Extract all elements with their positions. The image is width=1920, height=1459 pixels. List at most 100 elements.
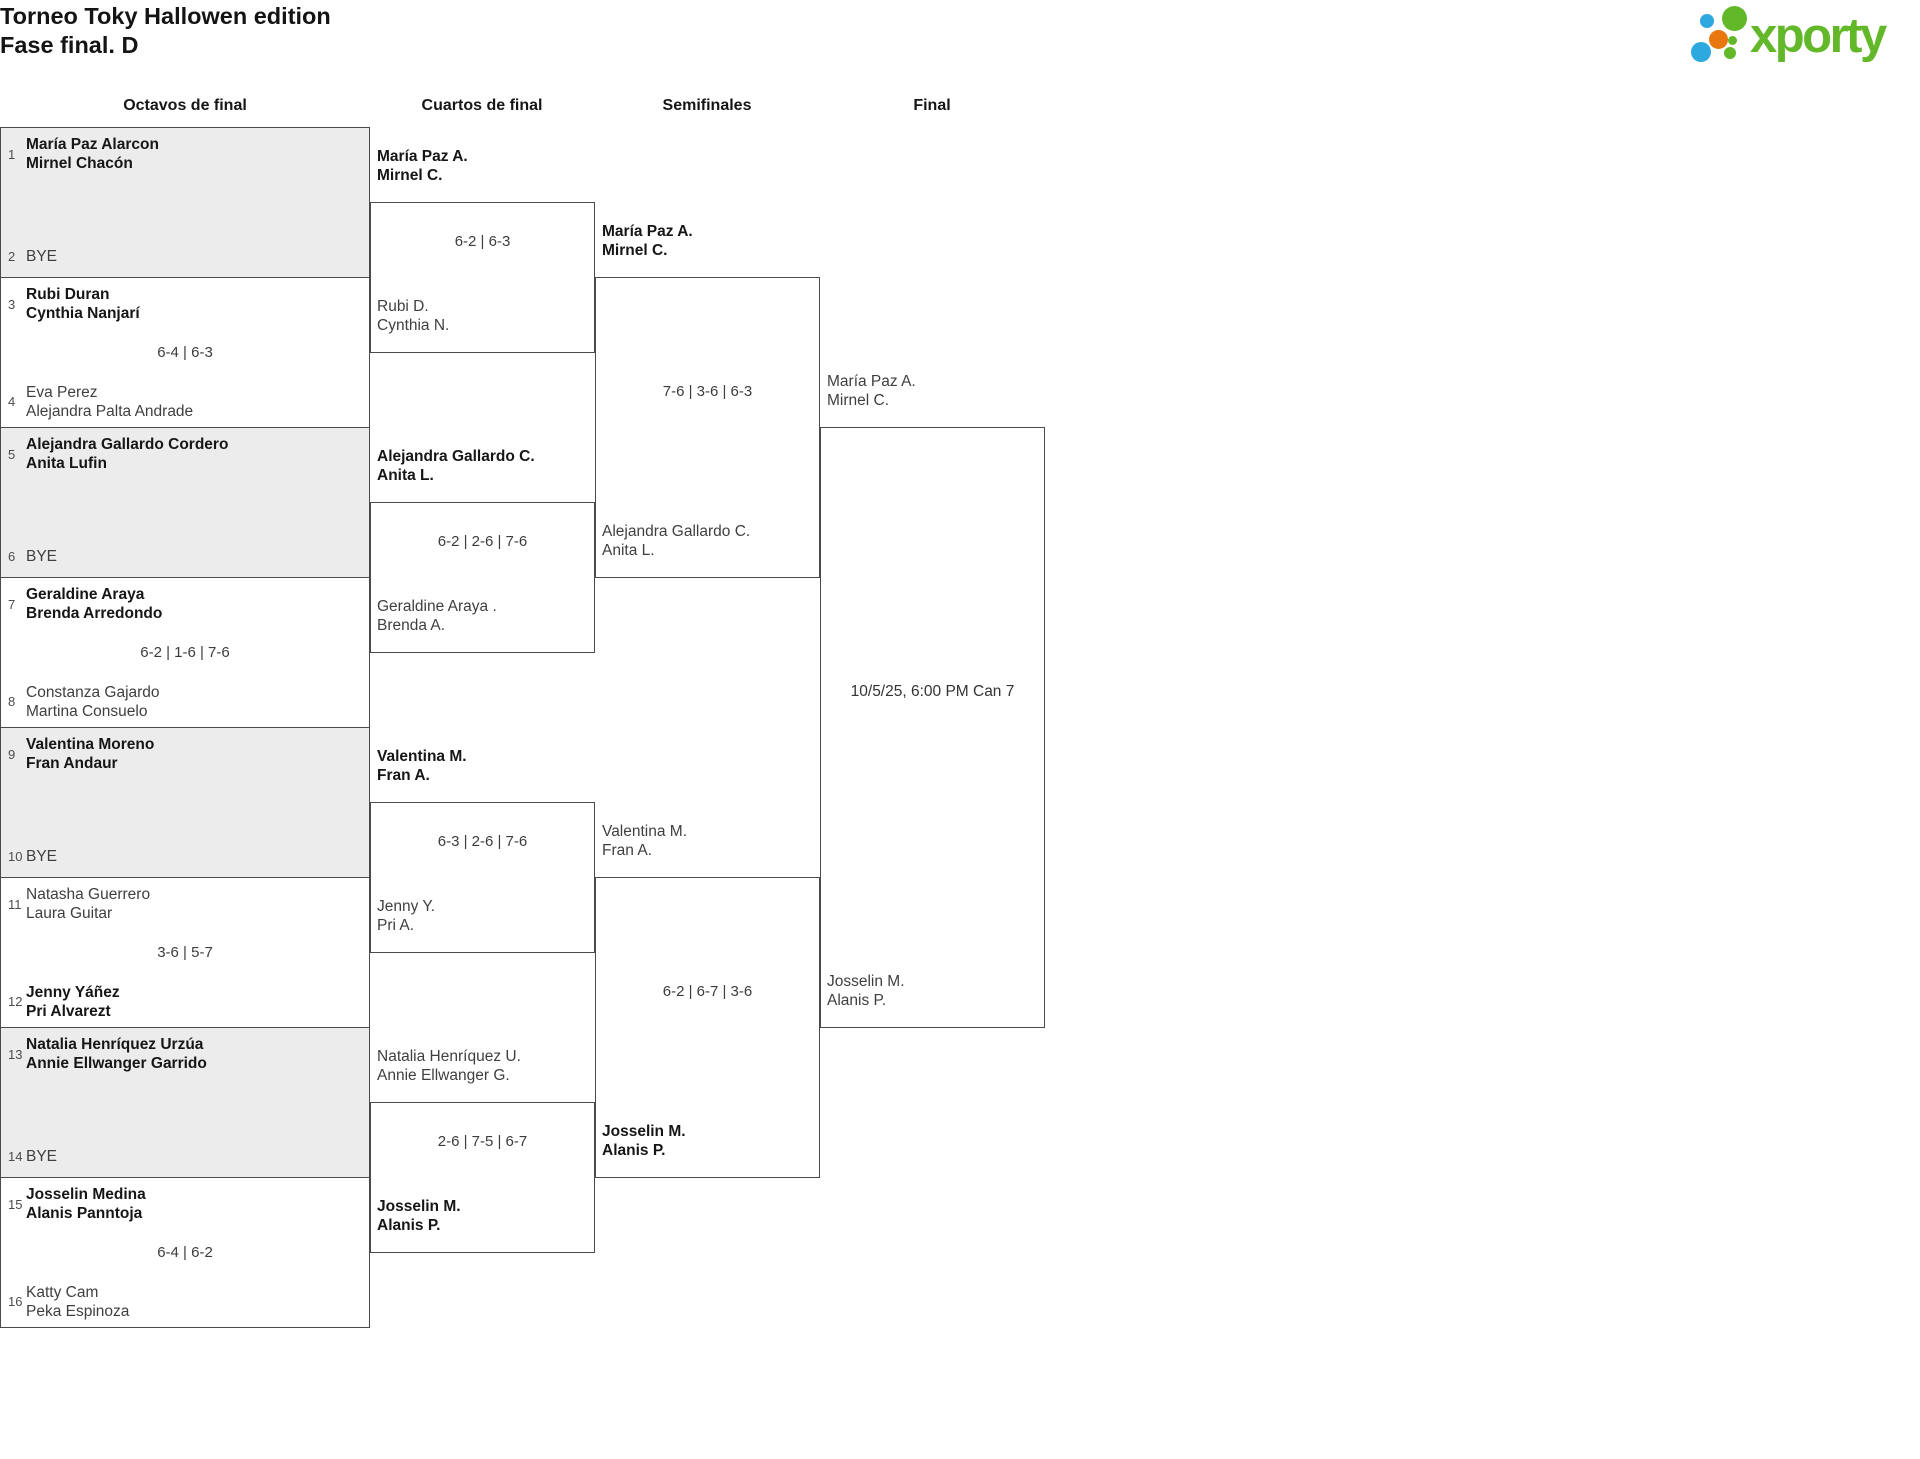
team-name: Valentina Moreno Fran Andaur: [26, 735, 154, 773]
team-name-line: Anita L.: [602, 542, 655, 559]
semifinal-2-entrant-bottom: Josselin M. Alanis P.: [602, 1122, 686, 1160]
bye-label: BYE: [26, 248, 58, 265]
seed-label: 7: [8, 597, 16, 612]
logo-dot: [1709, 30, 1728, 49]
match-score: 6-4 | 6-2: [157, 1244, 213, 1261]
seed-label: 3: [8, 297, 16, 312]
team-name-line: Fran A.: [377, 767, 430, 784]
team-name-line: Natasha Guerrero: [26, 886, 151, 903]
team-name: Katty Cam Peka Espinoza: [26, 1283, 129, 1321]
team-name-line: Josselin M.: [377, 1198, 461, 1215]
team-name-line: Jenny Y.: [377, 898, 436, 915]
seed-label: 14: [8, 1149, 23, 1164]
semifinal-1-entrant-bottom: Alejandra Gallardo C. Anita L.: [602, 522, 750, 560]
team-name: Geraldine Araya Brenda Arredondo: [26, 585, 162, 623]
team-name-line: Josselin M.: [827, 973, 905, 990]
team-name-line: Alanis P.: [827, 992, 887, 1009]
cuartos-1-entrant-bottom: Rubi D. Cynthia N.: [377, 297, 449, 335]
cuartos-box-4[interactable]: [370, 1102, 595, 1253]
cuartos-3-entrant-top: Valentina M. Fran A.: [377, 747, 467, 785]
octavos-match-2[interactable]: 3 Rubi Duran Cynthia Nanjarí 6-4 | 6-3 4…: [0, 277, 370, 428]
final-match-schedule: 10/5/25, 6:00 PM Can 7: [850, 683, 1015, 700]
team-name-line: Alejandra Gallardo Cordero: [26, 436, 229, 453]
team-name-line: Cynthia Nanjarí: [26, 305, 140, 322]
team-name: Natasha Guerrero Laura Guitar: [26, 885, 150, 923]
cuartos-2-entrant-bottom: Geraldine Araya . Brenda A.: [377, 597, 497, 635]
cuartos-3-entrant-bottom: Jenny Y. Pri A.: [377, 897, 435, 935]
team-name-line: Geraldine Araya: [26, 586, 145, 603]
logo-dot: [1728, 36, 1737, 45]
team-name-line: Alejandra Gallardo C.: [602, 523, 751, 540]
round-header-final: Final: [913, 97, 951, 114]
seed-label: 15: [8, 1197, 23, 1212]
seed-label: 1: [8, 147, 16, 162]
team-name-line: Rubi Duran: [26, 286, 110, 303]
semifinal-box-2[interactable]: [595, 877, 820, 1178]
bye-label: BYE: [26, 848, 58, 865]
team-name-line: Anita L.: [377, 467, 434, 484]
seed-label: 8: [8, 694, 16, 709]
team-name-line: Mirnel C.: [602, 242, 668, 259]
logo-dot: [1724, 47, 1736, 59]
team-name-line: Annie Ellwanger Garrido: [26, 1055, 207, 1072]
final-entrant-top: María Paz A. Mirnel C.: [827, 372, 916, 410]
team-name: María Paz Alarcon Mirnel Chacón: [26, 135, 159, 173]
octavos-match-3[interactable]: 5 Alejandra Gallardo Cordero Anita Lufin…: [0, 427, 370, 578]
octavos-match-5[interactable]: 9 Valentina Moreno Fran Andaur 10 BYE: [0, 727, 370, 878]
team-name: Alejandra Gallardo Cordero Anita Lufin: [26, 435, 228, 473]
seed-label: 10: [8, 849, 23, 864]
round-header-cuartos: Cuartos de final: [421, 97, 543, 114]
team-name-line: Jenny Yáñez: [26, 984, 120, 1001]
final-box[interactable]: [820, 427, 1045, 1028]
octavos-match-4[interactable]: 7 Geraldine Araya Brenda Arredondo 6-2 |…: [0, 577, 370, 728]
team-name-line: Josselin M.: [602, 1123, 686, 1140]
team-name-line: Rubi D.: [377, 298, 429, 315]
match-score: 6-2 | 6-7 | 3-6: [662, 983, 753, 1000]
semifinal-2-entrant-top: Valentina M. Fran A.: [602, 822, 687, 860]
team-name-line: Alanis Panntoja: [26, 1205, 143, 1222]
team-name-line: Josselin Medina: [26, 1186, 146, 1203]
semifinal-1-entrant-top: María Paz A. Mirnel C.: [602, 222, 693, 260]
xporty-logo[interactable]: xporty: [1690, 4, 1918, 70]
round-header-octavos: Octavos de final: [123, 97, 247, 114]
team-name-line: Brenda Arredondo: [26, 605, 163, 622]
match-score: 6-2 | 2-6 | 7-6: [437, 533, 528, 550]
match-score: 3-6 | 5-7: [157, 944, 213, 961]
cuartos-2-entrant-top: Alejandra Gallardo C. Anita L.: [377, 447, 535, 485]
team-name-line: Anita Lufin: [26, 455, 107, 472]
team-name-line: Brenda A.: [377, 617, 446, 634]
seed-label: 11: [8, 897, 22, 912]
team-name-line: Mirnel C.: [827, 392, 890, 409]
team-name-line: Mirnel C.: [377, 167, 443, 184]
seed-label: 6: [8, 549, 16, 564]
team-name-line: Martina Consuelo: [26, 703, 148, 720]
team-name: Constanza Gajardo Martina Consuelo: [26, 683, 160, 721]
seed-label: 9: [8, 747, 16, 762]
logo-wordmark: xporty: [1750, 9, 1887, 63]
octavos-match-6[interactable]: 11 Natasha Guerrero Laura Guitar 3-6 | 5…: [0, 877, 370, 1028]
cuartos-1-entrant-top: María Paz A. Mirnel C.: [377, 147, 468, 185]
team-name: Rubi Duran Cynthia Nanjarí: [26, 285, 140, 323]
cuartos-box-2[interactable]: [370, 502, 595, 653]
team-name-line: María Paz Alarcon: [26, 136, 159, 153]
match-score: 7-6 | 3-6 | 6-3: [662, 383, 753, 400]
octavos-match-8[interactable]: 15 Josselin Medina Alanis Panntoja 6-4 |…: [0, 1177, 370, 1328]
team-name: Josselin Medina Alanis Panntoja: [26, 1185, 146, 1223]
team-name-line: Alanis P.: [602, 1142, 666, 1159]
octavos-match-1[interactable]: 1 María Paz Alarcon Mirnel Chacón 2 BYE: [0, 127, 370, 278]
match-score: 6-2 | 6-3: [454, 233, 511, 250]
team-name-line: Mirnel Chacón: [26, 155, 133, 172]
team-name-line: Constanza Gajardo: [26, 684, 160, 701]
seed-label: 12: [8, 994, 23, 1009]
team-name-line: Geraldine Araya .: [377, 598, 497, 615]
cuartos-box-3[interactable]: [370, 802, 595, 953]
semifinal-box-1[interactable]: [595, 277, 820, 578]
team-name-line: Natalia Henríquez U.: [377, 1048, 521, 1065]
team-name-line: Natalia Henríquez Urzúa: [26, 1036, 204, 1053]
team-name-line: Valentina Moreno: [26, 736, 155, 753]
match-score: 6-3 | 2-6 | 7-6: [437, 833, 528, 850]
match-score: 6-4 | 6-3: [157, 344, 213, 361]
cuartos-box-1[interactable]: [370, 202, 595, 353]
octavos-match-7[interactable]: 13 Natalia Henríquez Urzúa Annie Ellwang…: [0, 1027, 370, 1178]
